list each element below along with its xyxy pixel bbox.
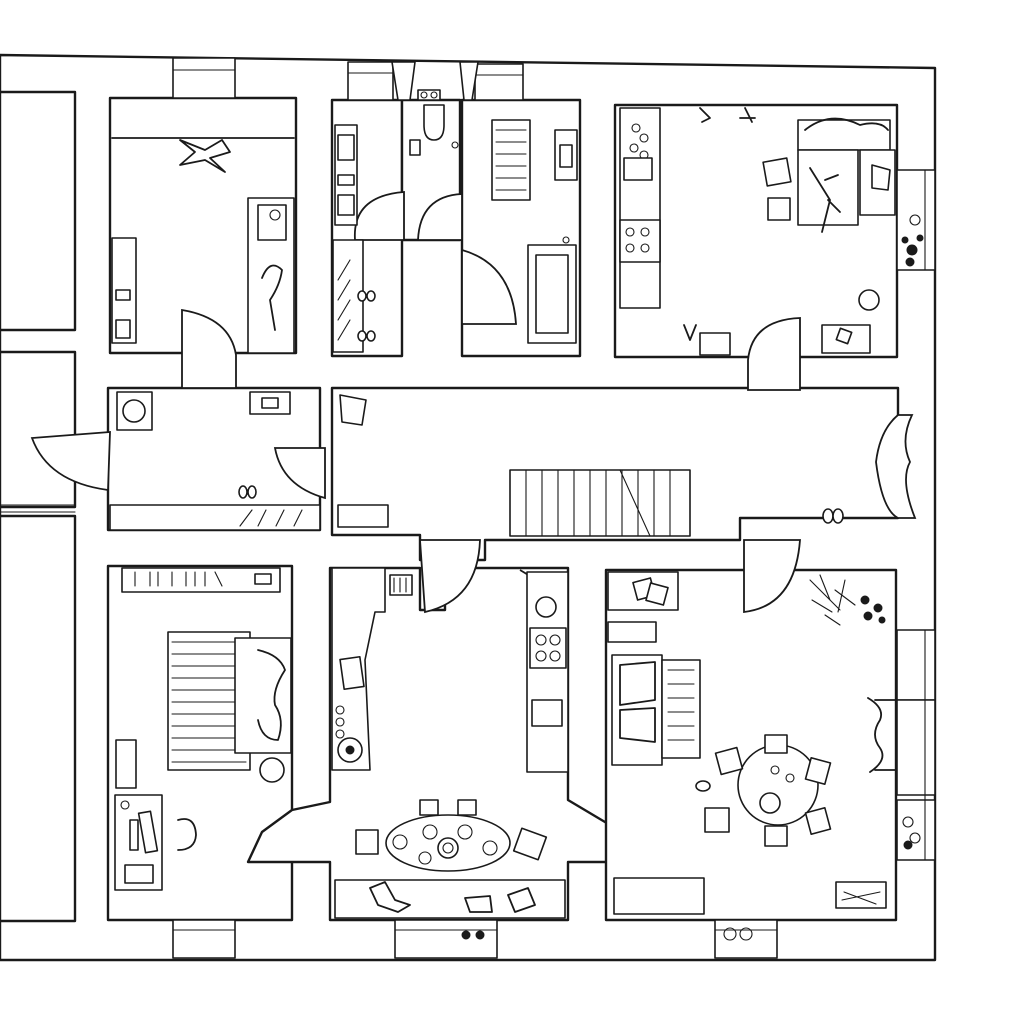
windows-right [896,169,936,861]
neighbour-building-bottom [0,514,77,923]
bathtub-icon [491,119,578,344]
hanging-bat-icon [179,139,231,173]
bedroom-bottom-left-furniture [114,567,292,891]
corridor-coat-rack-icon [109,391,321,531]
windows-top [172,57,524,101]
neighbour-building-top [0,90,77,332]
staircase-icon [509,469,691,537]
bedroom-top-left-furniture [111,137,295,354]
kitchen-furniture [331,567,569,940]
living-furniture [607,571,921,941]
neighbour-building-mid [0,350,77,509]
studio-furniture [619,107,924,356]
closet-shelves-icon [332,124,376,353]
stove-icon [619,219,661,263]
stove-icon [529,627,567,669]
toilet-icon [409,89,459,156]
doors[interactable] [30,191,917,614]
shoes-icon [238,485,844,524]
hall-shelf-icon [337,394,389,528]
plant-icon [809,574,886,626]
